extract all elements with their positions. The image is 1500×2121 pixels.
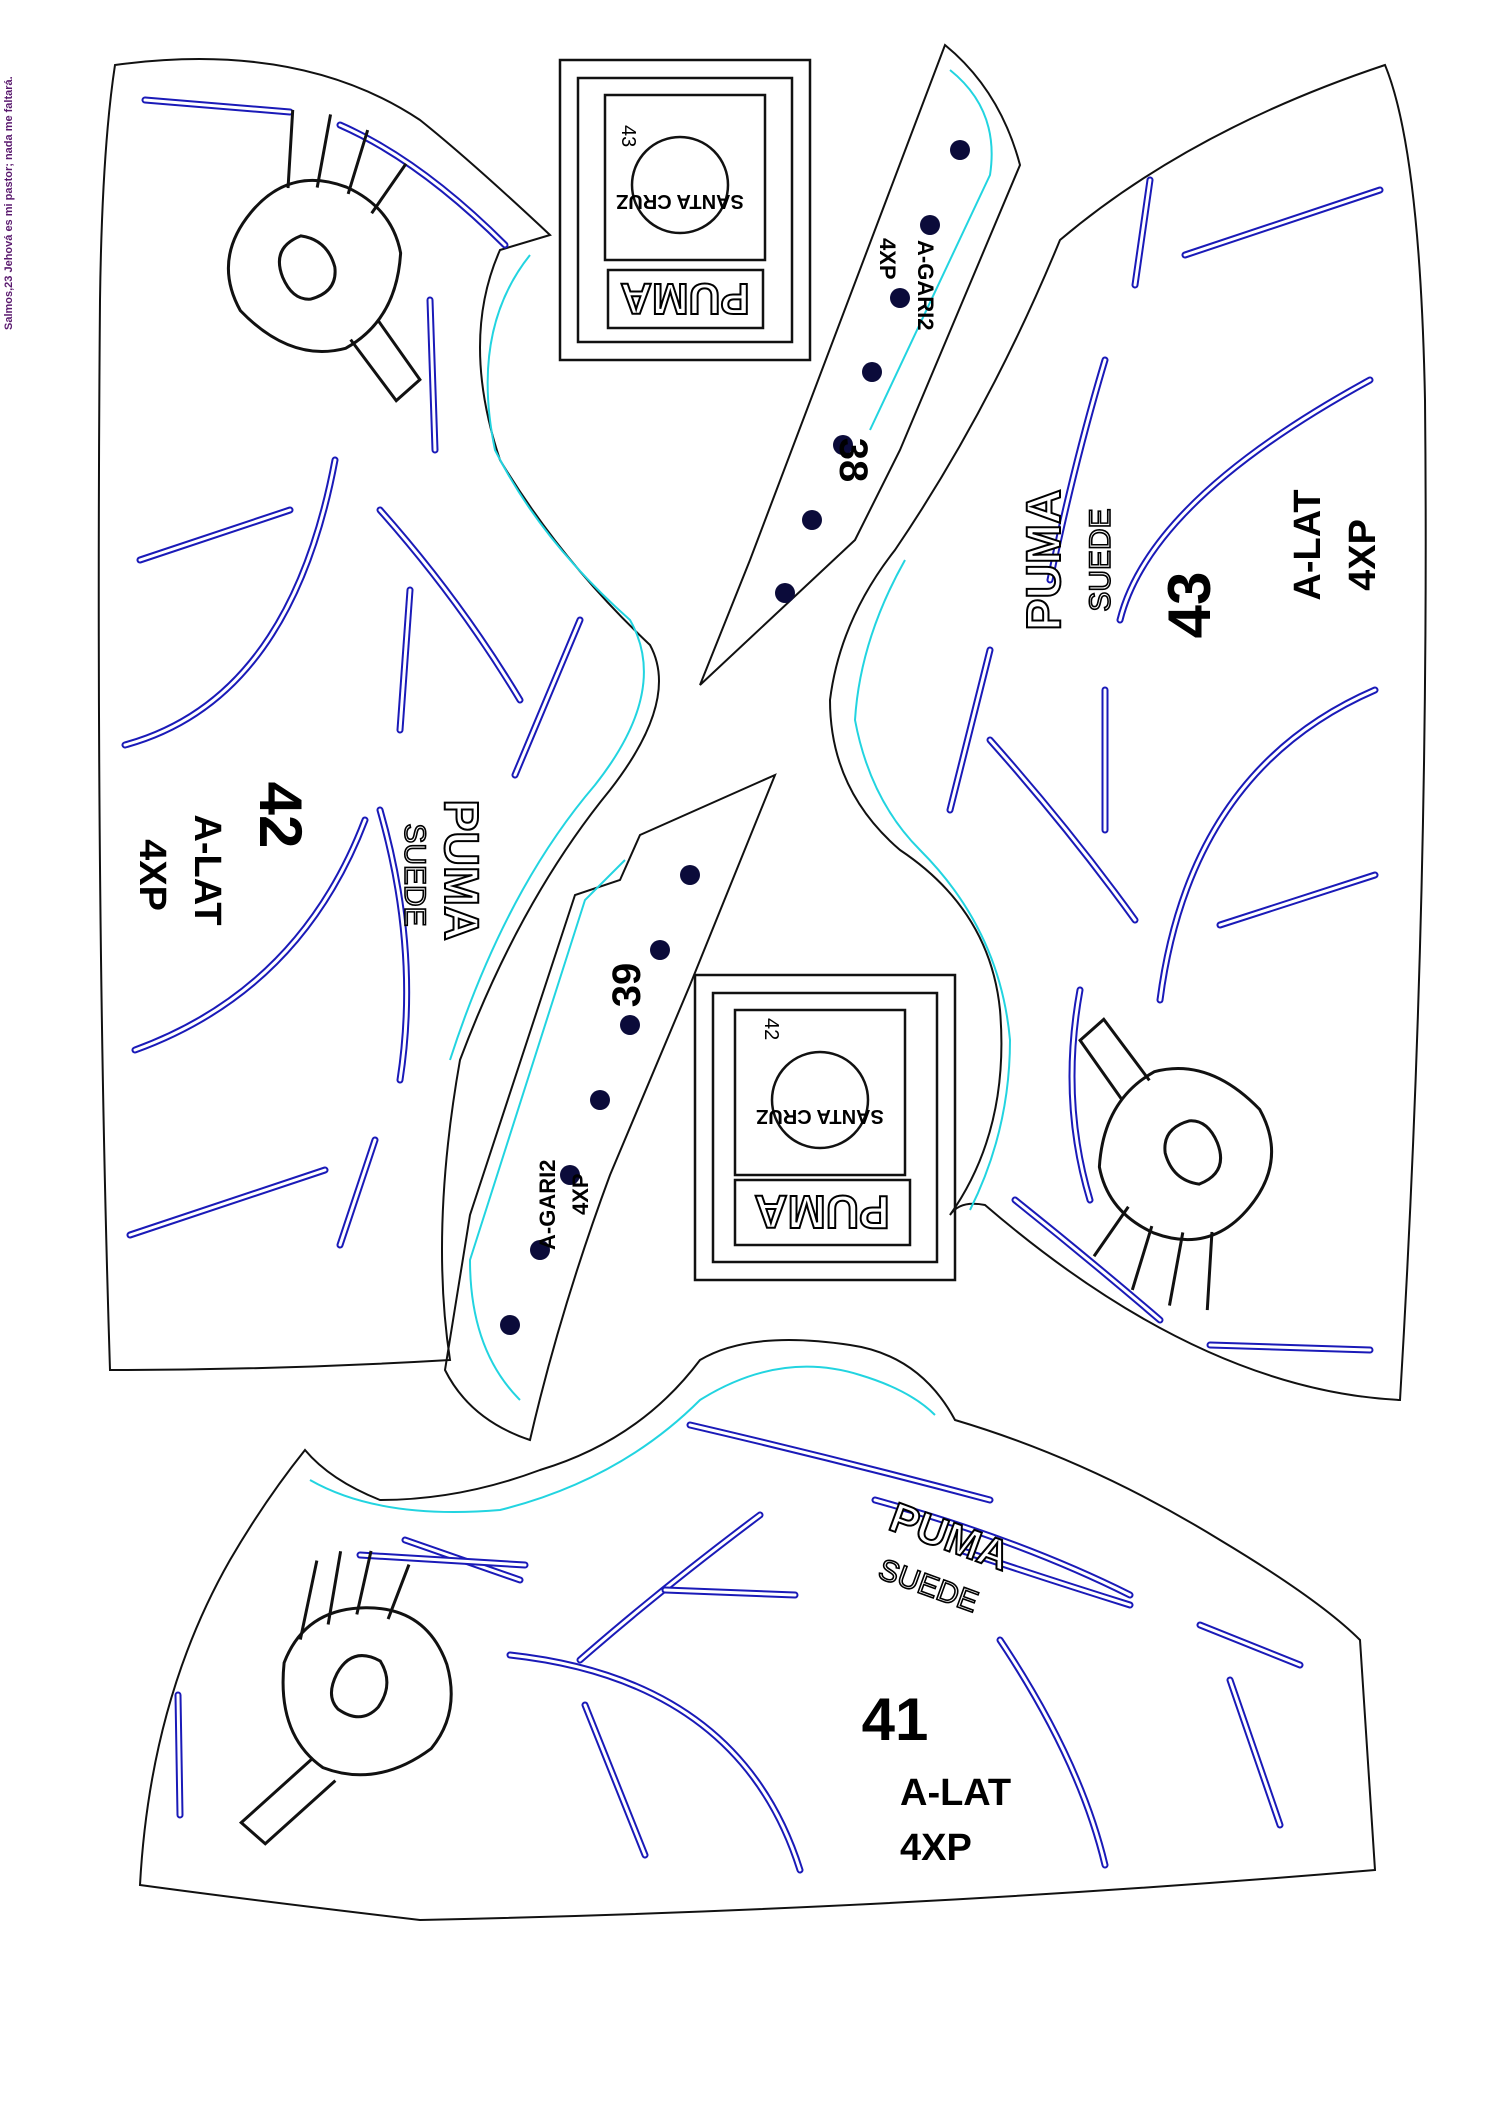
tongue-43-inner-frame bbox=[576, 76, 794, 344]
piece-42: 42 A-LAT 4XP PUMA SUEDE bbox=[97, 58, 660, 1372]
piece-43-model: SUEDE bbox=[1084, 508, 1117, 611]
tongue-42-inner-frame bbox=[711, 991, 939, 1264]
tongue-42-size: 42 bbox=[760, 1018, 782, 1040]
tongue-43-logo-circle bbox=[630, 135, 730, 235]
piece-43: 43 A-LAT 4XP PUMA SUEDE bbox=[828, 63, 1427, 1402]
strip-39-guide bbox=[468, 859, 626, 1401]
piece-43-size: 43 bbox=[1156, 572, 1223, 639]
strip-39-holes bbox=[500, 865, 700, 1335]
piece-43-brand: PUMA bbox=[1018, 489, 1071, 630]
piece-42-guide bbox=[449, 254, 645, 1061]
tongue-42-logo-box bbox=[733, 1008, 907, 1177]
piece-43-guide bbox=[853, 559, 1012, 1211]
strip-38-qty: 4XP bbox=[875, 238, 900, 280]
screaming-hand-graphic bbox=[226, 109, 422, 403]
strip-38-size: 38 bbox=[831, 438, 875, 483]
strip-38: 38 A-GARI2 4XP bbox=[699, 43, 1022, 686]
piece-42-model: SUEDE bbox=[398, 823, 431, 926]
piece-43-stitches bbox=[946, 176, 1384, 1354]
piece-42-stitches bbox=[121, 96, 584, 1249]
tongue-43: SANTA CRUZ 43 PUMA bbox=[558, 58, 812, 362]
piece-42-qty: 4XP bbox=[131, 839, 173, 911]
piece-41-stitches bbox=[174, 1421, 1304, 1874]
piece-42-code: A-LAT bbox=[186, 814, 228, 925]
tongue-43-logo-box bbox=[603, 93, 767, 262]
strip-38-code: A-GARI2 bbox=[913, 240, 938, 330]
strip-38-outline bbox=[699, 43, 1022, 686]
piece-41-code: A-LAT bbox=[900, 1772, 1011, 1814]
strip-38-holes bbox=[775, 140, 970, 603]
tongue-42-brand-box bbox=[733, 1178, 912, 1247]
piece-41-qty: 4XP bbox=[900, 1827, 972, 1869]
tongue-43-outer-frame bbox=[558, 58, 812, 362]
verse-text: Salmos,23 Jehová es mi pastor; nada me f… bbox=[3, 76, 15, 330]
screaming-hand-graphic bbox=[238, 1550, 453, 1846]
tongue-43-logo-text: SANTA CRUZ bbox=[616, 190, 744, 212]
piece-42-size: 42 bbox=[247, 782, 314, 849]
strip-39-qty: 4XP bbox=[568, 1173, 593, 1215]
piece-42-brand: PUMA bbox=[434, 799, 487, 940]
strip-39-outline bbox=[443, 773, 777, 1442]
tongue-42-logo-text: SANTA CRUZ bbox=[756, 1105, 884, 1127]
strip-39-code: A-GARI2 bbox=[535, 1160, 560, 1250]
strip-39: 39 A-GARI2 4XP bbox=[443, 773, 777, 1442]
piece-43-qty: 4XP bbox=[1342, 519, 1384, 591]
tongue-42: SANTA CRUZ 42 PUMA bbox=[693, 973, 957, 1282]
strip-39-size: 39 bbox=[605, 963, 649, 1008]
piece-41-guide bbox=[309, 1365, 936, 1513]
tongue-43-size: 43 bbox=[617, 125, 639, 147]
piece-41-size: 41 bbox=[862, 1686, 929, 1753]
piece-43-code: A-LAT bbox=[1287, 489, 1329, 600]
strip-38-guide bbox=[869, 69, 993, 431]
piece-41: 41 A-LAT 4XP PUMA SUEDE bbox=[138, 1339, 1377, 1922]
tongue-43-brand-box bbox=[606, 268, 765, 330]
piece-43-outline bbox=[828, 63, 1427, 1402]
piece-41-outline bbox=[138, 1339, 1377, 1922]
tongue-43-brand: PUMA bbox=[620, 274, 750, 323]
tongue-42-outer-frame bbox=[693, 973, 957, 1282]
piece-42-outline bbox=[97, 58, 660, 1372]
tongue-42-logo-circle bbox=[770, 1050, 870, 1150]
tongue-42-brand: PUMA bbox=[754, 1186, 889, 1238]
screaming-hand-graphic bbox=[1078, 1017, 1274, 1311]
